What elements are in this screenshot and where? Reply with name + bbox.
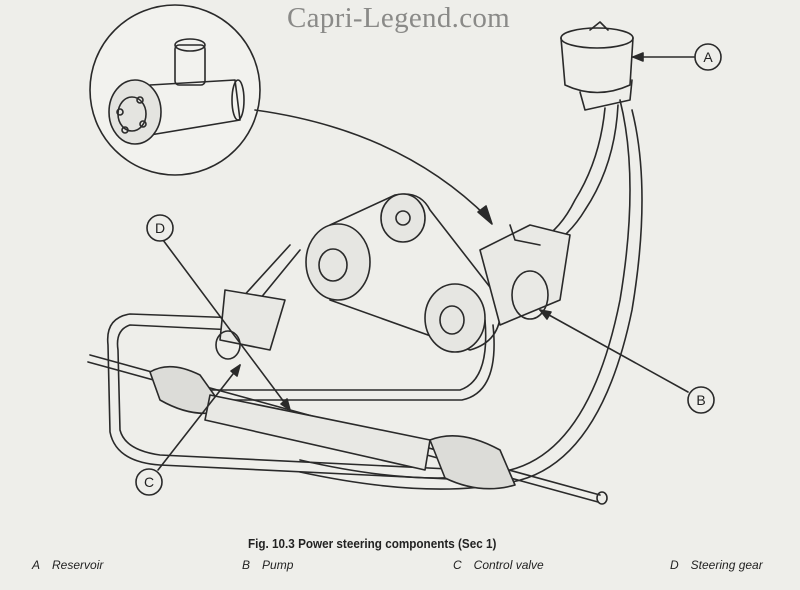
svg-text:A: A xyxy=(703,49,713,65)
figure-caption: Fig. 10.3 Power steering components (Sec… xyxy=(248,536,497,551)
svg-text:C: C xyxy=(144,474,154,490)
hoses xyxy=(106,99,643,490)
reservoir xyxy=(560,21,634,111)
callout-d: D xyxy=(146,214,174,242)
legend-label: Pump xyxy=(262,558,294,572)
inset-pump-detail xyxy=(89,4,261,176)
legend-item-steering-gear: D Steering gear xyxy=(670,558,763,572)
pulleys-belt xyxy=(305,193,502,353)
inset-arrow xyxy=(254,109,489,219)
legend-label: Control valve xyxy=(473,558,544,572)
legend-key: B xyxy=(242,558,251,572)
svg-text:B: B xyxy=(696,392,705,408)
callout-line-d xyxy=(162,239,291,411)
steering-gear xyxy=(87,244,608,505)
callout-c: C xyxy=(135,468,163,496)
legend-key: D xyxy=(670,558,679,572)
legend-label: Steering gear xyxy=(690,558,763,572)
legend-item-reservoir: A Reservoir xyxy=(32,558,103,572)
callout-a: A xyxy=(694,43,722,71)
legend-item-control-valve: C Control valve xyxy=(453,558,544,572)
callout-line-c xyxy=(157,364,241,471)
callout-b: B xyxy=(687,386,715,414)
legend-label: Reservoir xyxy=(52,558,104,572)
pump xyxy=(479,224,571,326)
legend-key: A xyxy=(32,558,41,572)
legend-item-pump: B Pump xyxy=(242,558,293,572)
callout-line-b xyxy=(539,309,689,393)
legend-key: C xyxy=(453,558,462,572)
watermark: Capri-Legend.com xyxy=(287,2,511,34)
svg-text:D: D xyxy=(155,220,165,236)
